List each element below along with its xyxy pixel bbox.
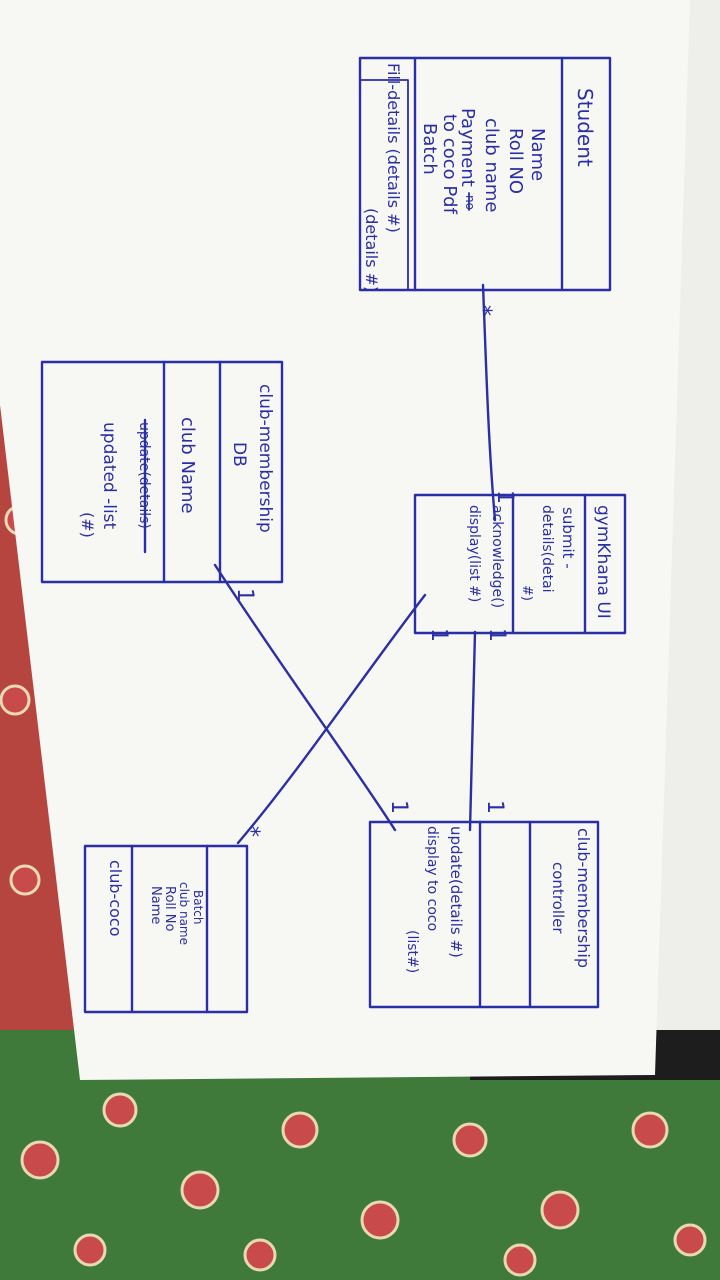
db-op: (#) — [78, 512, 97, 538]
gymkhana-ui-name: gymKhana UI — [593, 505, 613, 619]
club-coco-final: club-coco Name Roll No club name Batch — [83, 844, 249, 1014]
mult-controller-left: 1 — [386, 800, 411, 814]
student-attr: club name — [481, 118, 502, 213]
paper-sheet — [0, 0, 690, 1080]
mult-student: * — [470, 305, 495, 316]
student-attr: Batch — [419, 123, 440, 175]
multiplicity-labels: * 1 1 1 1 1 1 * — [232, 305, 517, 837]
student-attr: Roll NO — [505, 128, 526, 194]
controller-op: display to coco — [424, 826, 440, 931]
mult-ui-top: 1 — [492, 490, 517, 504]
gymkhana-ui-box — [413, 493, 627, 635]
gymkhana-ui-op: display(list #) — [466, 505, 482, 602]
student-attr: Payment — [457, 108, 478, 187]
coco-attr: club name — [177, 882, 191, 945]
controller-op: (list#) — [404, 930, 420, 973]
db-name: club-membership — [255, 384, 275, 533]
db-box — [40, 360, 284, 584]
coco-name: club-coco — [106, 860, 125, 936]
student-attr: to coco Pdf — [439, 114, 460, 215]
controller-name: club-membership — [574, 828, 593, 968]
gymkhana-ui-op: #) — [519, 585, 534, 601]
controller-name-2: controller — [549, 862, 567, 934]
coco-frame — [83, 844, 249, 1014]
db-controller-association — [213, 563, 397, 832]
mult-ui-bottom: 1 — [484, 628, 509, 642]
student-name: Student — [573, 88, 597, 167]
class-club-membership-db: club-membership DB club Name update(deta… — [40, 360, 284, 584]
coco-attr: Name — [148, 886, 163, 924]
gymkhana-ui-op: acknowledge() — [489, 505, 505, 608]
gymkhana-ui-op: details(detai — [539, 505, 555, 593]
carpet-flowers — [0, 504, 707, 1277]
ui-coco-association — [236, 593, 427, 845]
coco-attr: Batch — [191, 890, 205, 925]
mult-ui-left: 1 — [426, 628, 451, 642]
mult-coco: * — [238, 826, 263, 837]
controller-box — [368, 820, 600, 1009]
student-ui-association — [481, 283, 497, 522]
class-club-membership-controller: club-membership controller update(detail… — [368, 820, 600, 1009]
db-name-2: DB — [229, 442, 249, 467]
student-strike: no — [463, 195, 477, 210]
class-student: Student Name Roll NO club name Payment n… — [358, 56, 612, 292]
ui-controller-association — [468, 630, 477, 832]
gymkhana-ui-op: submit - — [559, 507, 577, 569]
student-op-frame — [359, 79, 409, 291]
association-lines — [213, 283, 497, 845]
mult-controller-top: 1 — [482, 800, 507, 814]
controller-op: update(details #) — [447, 826, 465, 958]
db-op: updated -list — [99, 422, 119, 530]
mult-db: 1 — [232, 588, 257, 602]
class-gymkhana-ui: gymKhana UI submit - details(detai #) ac… — [413, 493, 627, 635]
db-attr: club Name — [177, 417, 198, 514]
coco-attr: Roll No — [162, 886, 177, 931]
svg-text:(details #): (details #) — [362, 208, 381, 292]
student-operation: Fill-details (details #) — [384, 63, 403, 233]
student-attr: Name — [527, 128, 548, 181]
